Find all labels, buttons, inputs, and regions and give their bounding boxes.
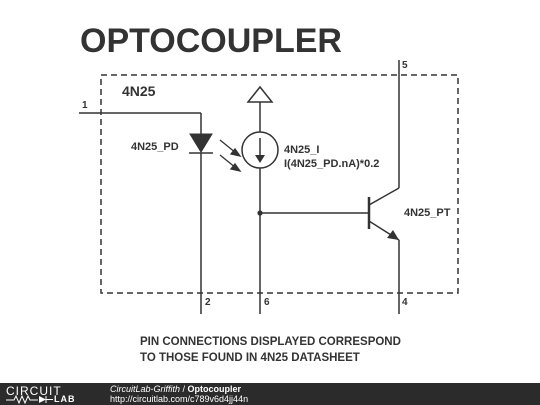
pin-6-label: 6: [264, 297, 270, 308]
current-source-symbol: [241, 131, 279, 314]
transistor-symbol: [367, 60, 400, 314]
pin-1-wire: [79, 112, 202, 134]
package-label: 4N25: [122, 83, 156, 99]
footer-circuit-title[interactable]: Optocoupler: [187, 384, 242, 394]
pin-2-label: 2: [205, 297, 211, 308]
diagram-title: OPTOCOUPLER: [80, 22, 342, 60]
footer-separator: /: [180, 384, 188, 394]
current-source-name: 4N25_I: [284, 144, 319, 156]
schematic-canvas: OPTOCOUPLER 4N25 1 4N25_PD 2 4N25_I I(4N…: [79, 22, 459, 364]
photodiode-symbol: [189, 133, 213, 314]
footer-url[interactable]: http://circuitlab.com/c789v6d4jj44n: [110, 394, 249, 404]
pin-1-label: 1: [82, 100, 88, 111]
note-line-2: TO THOSE FOUND IN 4N25 DATASHEET: [140, 352, 360, 364]
note-line-1: PIN CONNECTIONS DISPLAYED CORRESPOND: [140, 336, 401, 348]
transistor-label: 4N25_PT: [404, 207, 451, 219]
supply-arrow-symbol: [246, 85, 274, 132]
resistor-wave-icon: [6, 395, 53, 404]
footer-author[interactable]: CircuitLab-Griffith: [110, 384, 181, 394]
light-arrows: [219, 139, 242, 173]
photodiode-label: 4N25_PD: [131, 141, 179, 153]
footer-info: CircuitLab-Griffith / Optocoupler http:/…: [110, 384, 248, 404]
pin-5-label: 5: [402, 60, 408, 71]
current-source-expression: I(4N25_PD.nA)*0.2: [284, 158, 379, 170]
package-outline: [100, 74, 459, 294]
circuitlab-logo[interactable]: CIRCUIT LAB: [6, 383, 96, 405]
logo-wordmark-bottom: LAB: [54, 394, 76, 404]
footer-bar: CIRCUIT LAB CircuitLab-Griffith / Optoco…: [0, 383, 540, 405]
pin-4-label: 4: [402, 297, 408, 308]
logo-wordmark-top: CIRCUIT: [6, 384, 62, 398]
